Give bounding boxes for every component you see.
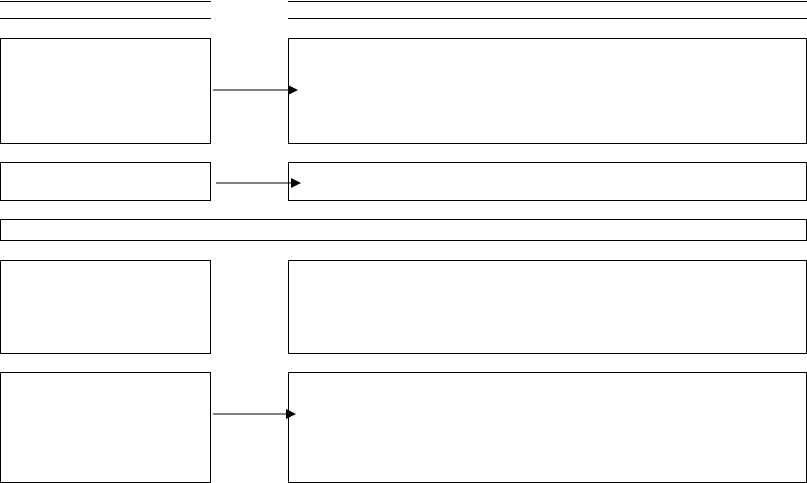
- arrow-section1-row1: [213, 85, 298, 95]
- header-rule-left: [0, 1, 211, 2]
- arrow-section1-row2: [216, 178, 301, 188]
- section1-row1-left-box: [0, 38, 211, 144]
- arrow-section2-row2: [213, 409, 296, 419]
- section1-row2-left-box: [0, 162, 211, 201]
- header-rule-right-lower: [288, 18, 807, 19]
- section2-row1-left-box: [0, 260, 211, 354]
- header-rule-right: [288, 1, 807, 2]
- header-rule-left-lower: [0, 18, 211, 19]
